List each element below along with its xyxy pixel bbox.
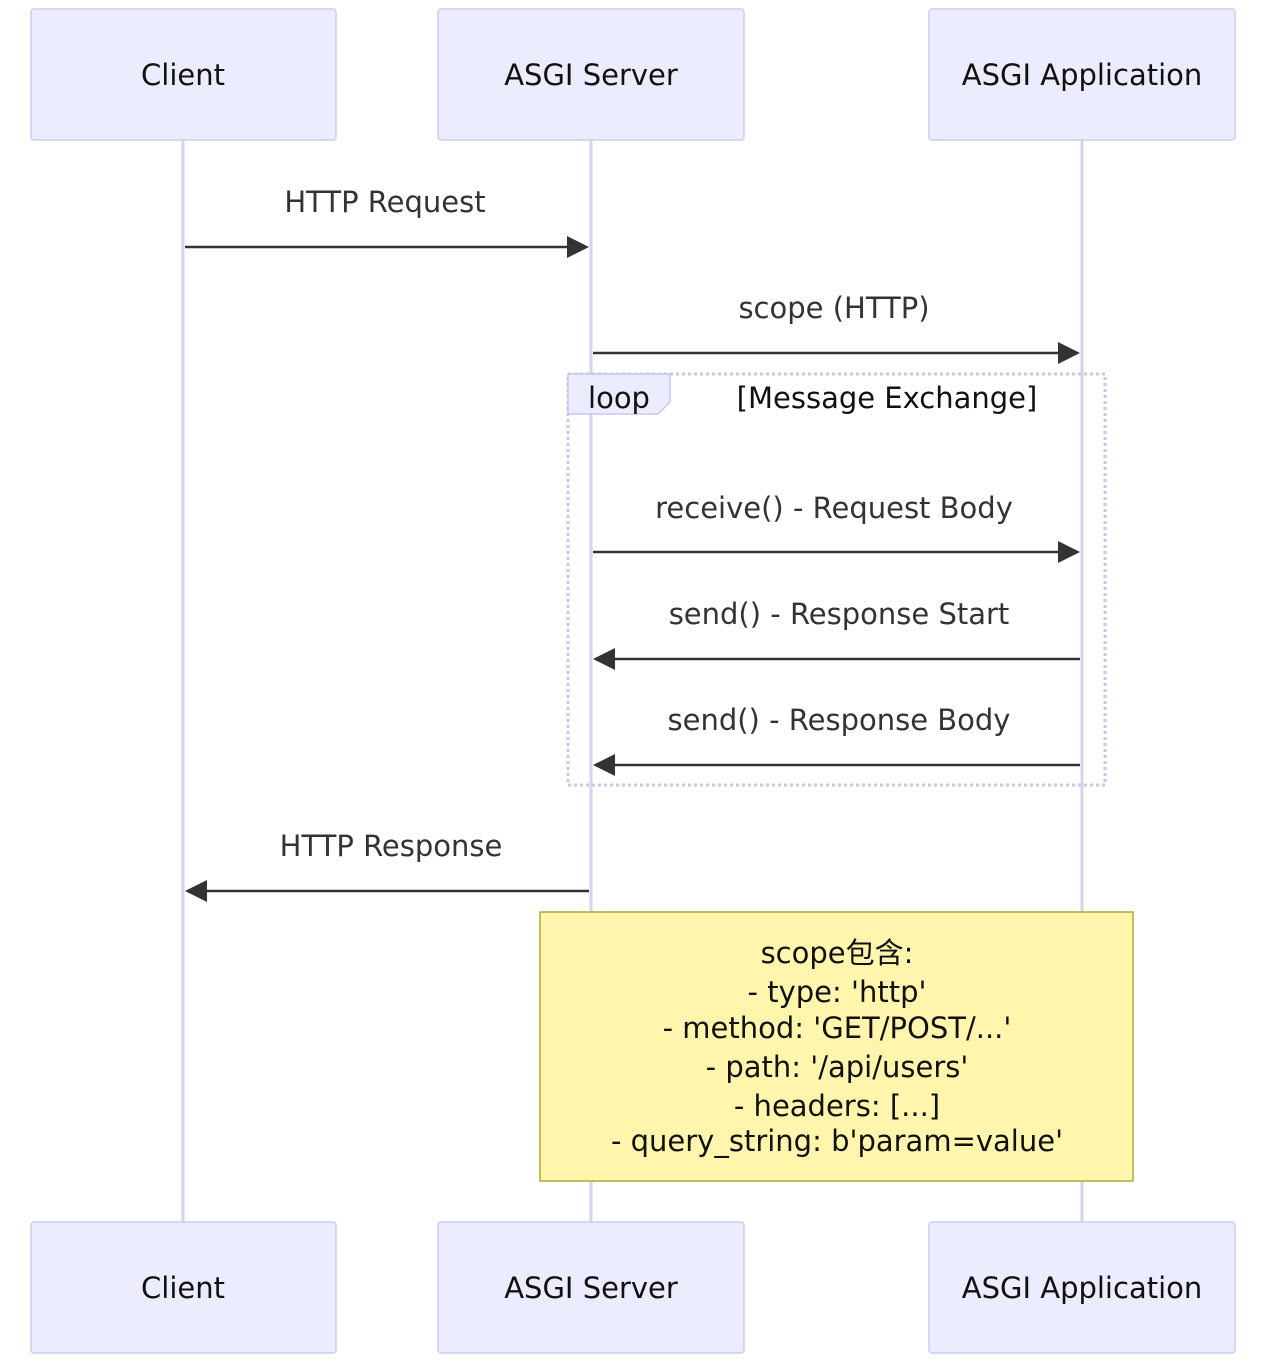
message-receive-label: receive() - Request Body: [655, 491, 1013, 525]
message-send-body-arrowhead: [593, 754, 615, 776]
message-http-response-arrowhead: [185, 880, 207, 902]
actor-asgi-server-bottom: ASGI Server: [437, 1221, 745, 1354]
note-line: - path: '/api/users': [706, 1050, 969, 1084]
actor-asgi-server-bottom-label: ASGI Server: [504, 1271, 678, 1305]
note-line: scope包含:: [761, 936, 914, 970]
message-http-request-label: HTTP Request: [284, 185, 485, 219]
message-send-start-label: send() - Response Start: [669, 597, 1010, 631]
actor-asgi-server-top: ASGI Server: [437, 8, 745, 141]
note-line: - headers: [...]: [734, 1089, 940, 1123]
actor-client-bottom: Client: [30, 1221, 337, 1354]
message-http-request-arrowhead: [567, 236, 589, 258]
note-line: - type: 'http': [748, 975, 927, 1009]
actor-asgi-application-bottom-label: ASGI Application: [962, 1271, 1203, 1305]
actor-client-top-label: Client: [141, 58, 225, 92]
actor-asgi-application-bottom: ASGI Application: [928, 1221, 1236, 1354]
actor-asgi-application-top-label: ASGI Application: [962, 58, 1203, 92]
loop-block: loop [Message Exchange]: [566, 372, 1107, 787]
loop-tab: [567, 373, 671, 415]
loop-keyword: loop: [588, 381, 650, 415]
message-send-body-label: send() - Response Body: [668, 703, 1011, 737]
note-line: - query_string: b'param=value': [611, 1124, 1063, 1158]
note-line: - method: 'GET/POST/...': [663, 1011, 1012, 1045]
actor-asgi-server-top-label: ASGI Server: [504, 58, 678, 92]
loop-label: [Message Exchange]: [737, 381, 1038, 415]
message-scope-label: scope (HTTP): [738, 291, 929, 325]
actor-client-top: Client: [30, 8, 337, 141]
actor-client-bottom-label: Client: [141, 1271, 225, 1305]
actor-asgi-application-top: ASGI Application: [928, 8, 1236, 141]
message-receive-arrowhead: [1058, 541, 1080, 563]
message-send-start-arrowhead: [593, 648, 615, 670]
scope-note: scope包含: - type: 'http' - method: 'GET/P…: [539, 911, 1134, 1182]
message-scope-arrowhead: [1058, 342, 1080, 364]
message-http-response-label: HTTP Response: [280, 829, 503, 863]
